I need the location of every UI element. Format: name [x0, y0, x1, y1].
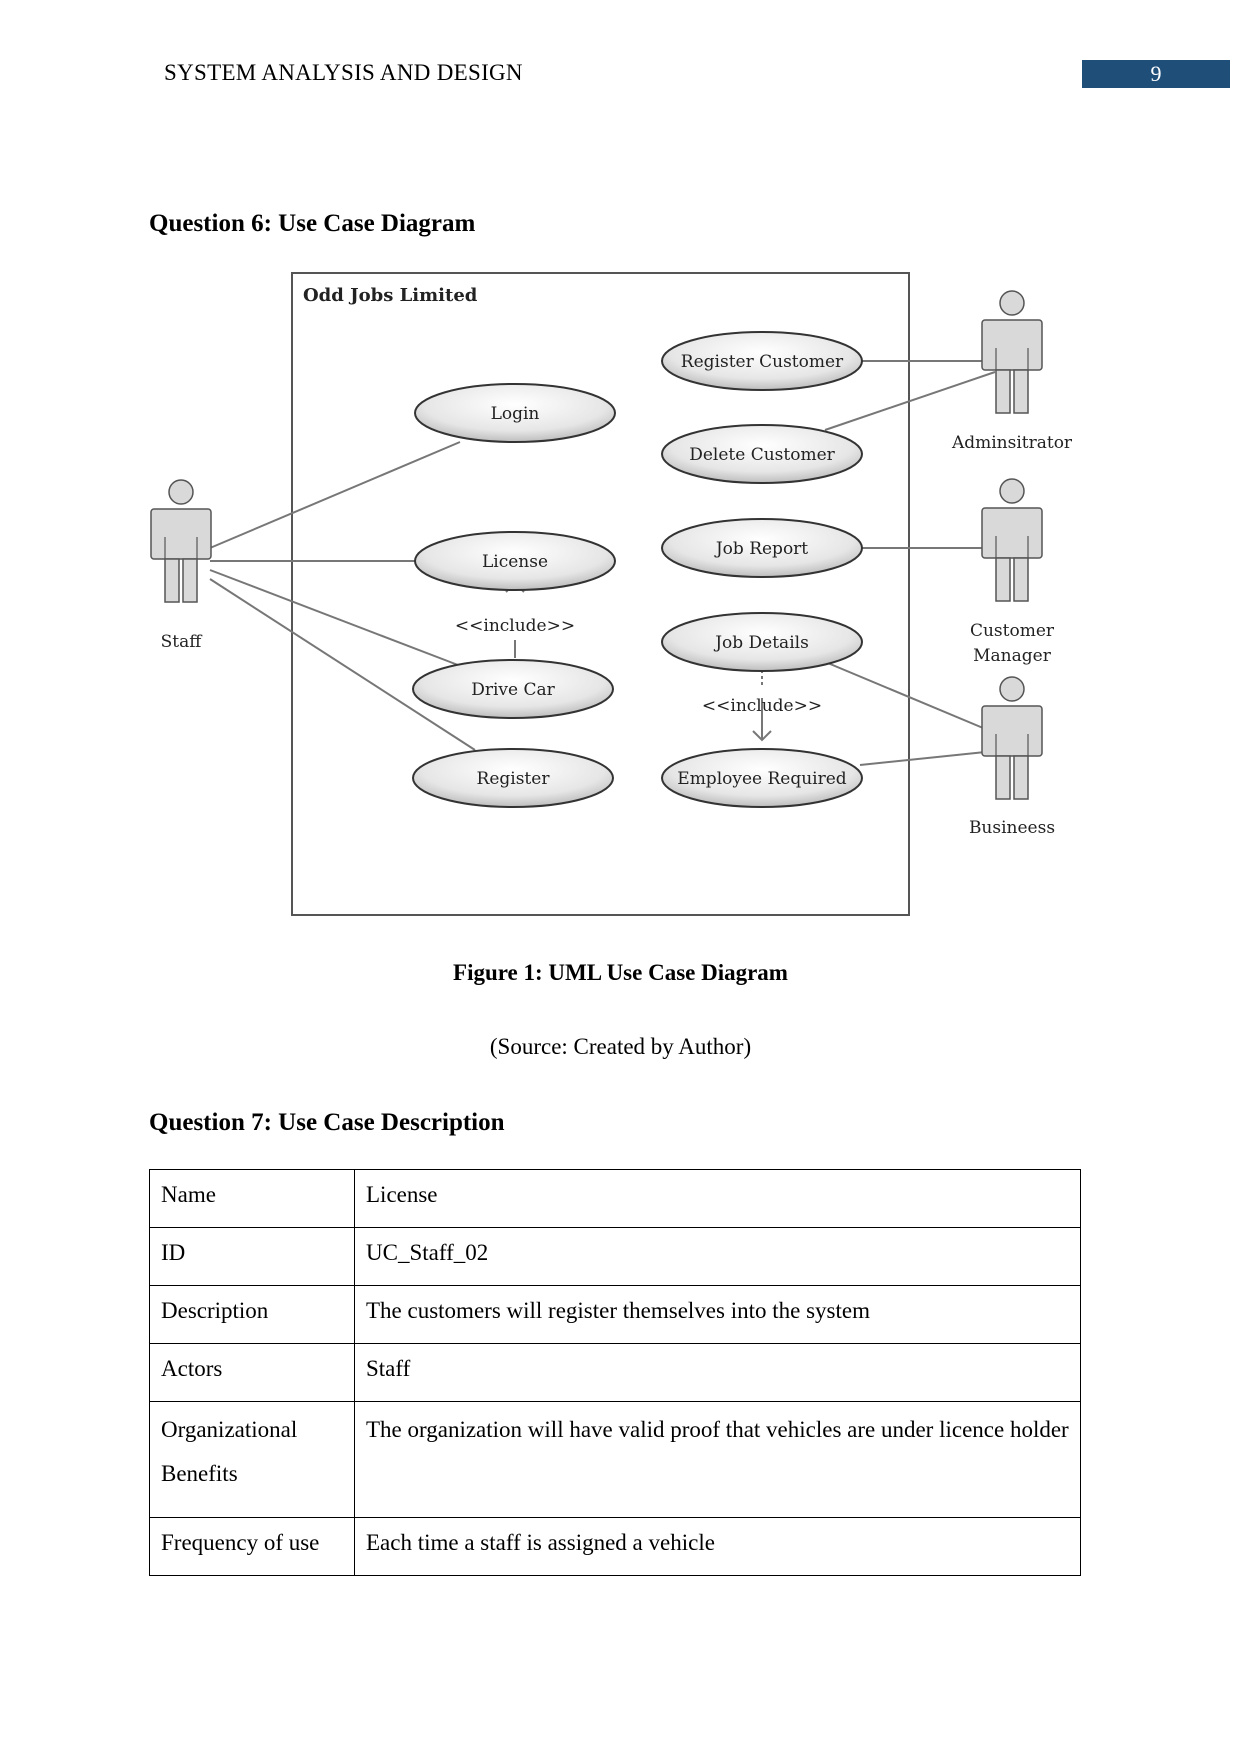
actor-staff-label: Staff [161, 632, 204, 652]
figure-caption: Figure 1: UML Use Case Diagram [453, 960, 788, 985]
use-case-register-customer [661, 331, 863, 391]
row-label: Frequency of use [149, 1517, 355, 1576]
use-case-register-label: Register [477, 769, 551, 789]
use-case-register [412, 748, 614, 808]
include-label-right: <<include>> [702, 696, 822, 716]
actor-customer-manager-icon [981, 478, 1043, 602]
figure-source: (Source: Created by Author) [489, 1034, 752, 1059]
actor-staff-icon [150, 479, 212, 603]
row-value: Each time a staff is assigned a vehicle [354, 1517, 1081, 1576]
row-value: The customers will register themselves i… [354, 1285, 1081, 1344]
row-value: The organization will have valid proof t… [354, 1401, 1081, 1518]
use-case-login [414, 383, 616, 443]
actor-administrator-label: Adminsitrator [951, 433, 1073, 453]
row-label: Name [149, 1169, 355, 1228]
table-row: Organizational Benefits The organization… [149, 1401, 1081, 1518]
use-case-description-table: Name License ID UC_Staff_02 Description … [149, 1169, 1081, 1576]
use-case-diagram: Odd Jobs Limited <<include>> <<include>>… [150, 272, 1073, 916]
table-row: ID UC_Staff_02 [149, 1227, 1081, 1286]
use-case-license-label: License [482, 552, 548, 572]
use-case-register-customer-label: Register Customer [681, 352, 844, 372]
actor-customer-manager-label-2: Manager [973, 646, 1052, 666]
question-6-heading: Question 6: Use Case Diagram [149, 210, 476, 237]
row-label: Description [149, 1285, 355, 1344]
table-row: Name License [149, 1169, 1081, 1228]
include-label-left: <<include>> [455, 616, 575, 636]
table-row: Frequency of use Each time a staff is as… [149, 1517, 1081, 1576]
row-value: License [354, 1169, 1081, 1228]
use-case-job-report [661, 518, 863, 578]
row-label-line-2: Benefits [161, 1461, 238, 1486]
actor-administrator-icon [981, 290, 1043, 414]
use-case-employee-required [661, 748, 863, 808]
use-case-login-label: Login [491, 404, 540, 424]
use-case-license [414, 531, 616, 591]
use-case-drive-car-label: Drive Car [471, 680, 555, 700]
header-title: SYSTEM ANALYSIS AND DESIGN [164, 60, 523, 85]
use-case-employee-required-label: Employee Required [677, 769, 847, 789]
row-value: Staff [354, 1343, 1081, 1402]
row-label: Organizational Benefits [149, 1401, 355, 1518]
use-case-drive-car [412, 659, 614, 719]
use-case-job-details-label: Job Details [713, 633, 809, 653]
row-label: ID [149, 1227, 355, 1286]
system-name: Odd Jobs Limited [303, 285, 478, 306]
use-case-delete-customer [661, 424, 863, 484]
row-label-line-1: Organizational [161, 1417, 298, 1442]
table-row: Actors Staff [149, 1343, 1081, 1402]
page-number: 9 [1082, 60, 1230, 88]
system-boundary [291, 272, 910, 916]
row-label: Actors [149, 1343, 355, 1402]
association-lines [209, 360, 996, 766]
actor-business-icon [981, 676, 1043, 800]
use-case-job-report-label: Job Report [714, 539, 808, 559]
row-value: UC_Staff_02 [354, 1227, 1081, 1286]
use-case-delete-customer-label: Delete Customer [689, 445, 835, 465]
table-row: Description The customers will register … [149, 1285, 1081, 1344]
question-7-heading: Question 7: Use Case Description [149, 1109, 505, 1136]
actor-business-label: Busineess [969, 818, 1055, 838]
use-case-job-details [661, 612, 863, 672]
actor-customer-manager-label-1: Customer [970, 621, 1055, 641]
